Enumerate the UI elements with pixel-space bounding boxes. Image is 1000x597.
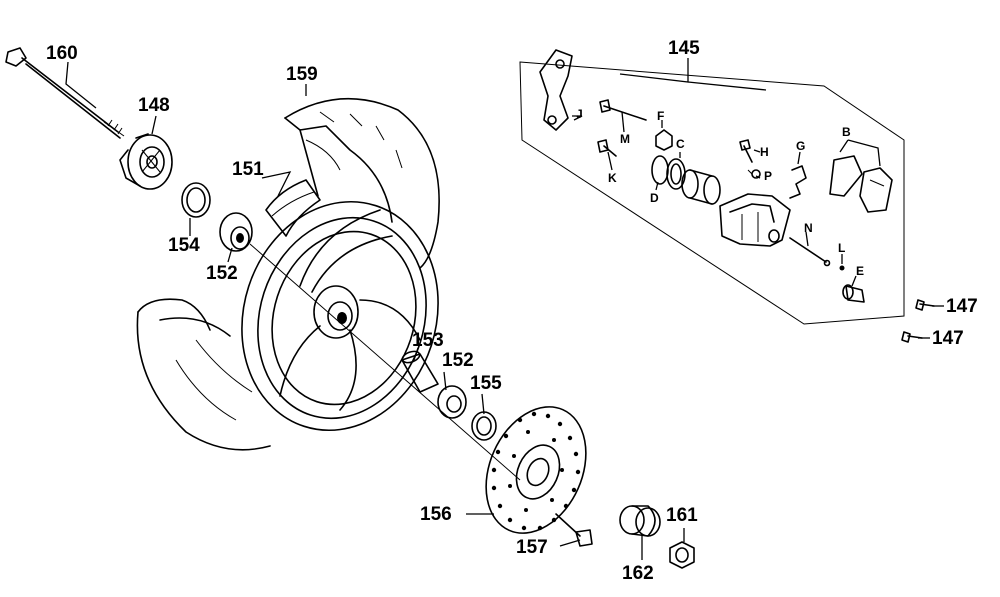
screw-147-upper [915,299,935,311]
letter-g: G [796,139,806,153]
letter-k: K [608,171,617,185]
tire-lower-section [136,298,271,451]
axle-collar [619,505,661,537]
axle-nut [669,541,695,569]
callout-159: 159 [286,64,318,85]
callout-148: 148 [138,95,170,116]
letter-m: M [620,132,630,146]
disc-bolt [555,513,593,547]
pin-m [599,99,647,121]
callout-155: 155 [470,373,502,394]
letter-h: H [760,145,769,159]
leader-lines [65,58,944,560]
callout-153: 153 [412,330,444,351]
callout-161: 161 [666,505,698,526]
callout-162: 162 [622,563,654,584]
wheel-rim [241,200,439,432]
callout-154: 154 [168,235,200,256]
speedometer-gear-box [119,133,173,190]
seal-d [651,155,669,185]
bearing-right [437,385,467,419]
callout-152-right: 152 [442,350,474,371]
bolt-k [597,139,617,157]
piston [681,169,721,205]
seal-155 [471,411,497,441]
letter-n: N [804,221,813,235]
caliper-bracket [539,49,573,131]
callout-145: 145 [668,38,700,59]
callout-157: 157 [516,537,548,558]
pin-n [789,237,831,267]
screw-h [739,139,753,163]
callout-151: 151 [232,159,264,180]
letter-l: L [838,241,846,255]
brake-pads [829,155,893,213]
screw-147-lower [901,331,923,343]
callout-160: 160 [46,43,78,64]
letter-f: F [657,109,665,123]
spring-g [789,165,807,199]
letter-e: E [856,264,865,278]
bolt-e [842,284,865,303]
letter-j: J [576,107,583,121]
letter-c: C [676,137,685,151]
bearing-left [219,212,253,252]
clip-l [839,265,845,271]
spacer-tube [401,350,439,393]
caliper-assembly-frame [519,61,905,325]
cap-p [747,169,761,179]
letter-d: D [650,191,659,205]
caliper-body [719,193,791,247]
oil-seal [181,182,211,218]
bleeder-f [655,129,673,151]
brake-disc [485,406,587,534]
axle-center-line [249,243,521,481]
letter-b: B [842,125,851,139]
callout-147-lower: 147 [932,328,964,349]
callout-147-upper: 147 [946,296,978,317]
axle-bolt [5,47,125,139]
callout-156: 156 [420,504,452,525]
callout-152-left: 152 [206,263,238,284]
tire-side-section [265,179,321,237]
tire-upper-section [284,97,440,269]
letter-p: P [764,169,773,183]
